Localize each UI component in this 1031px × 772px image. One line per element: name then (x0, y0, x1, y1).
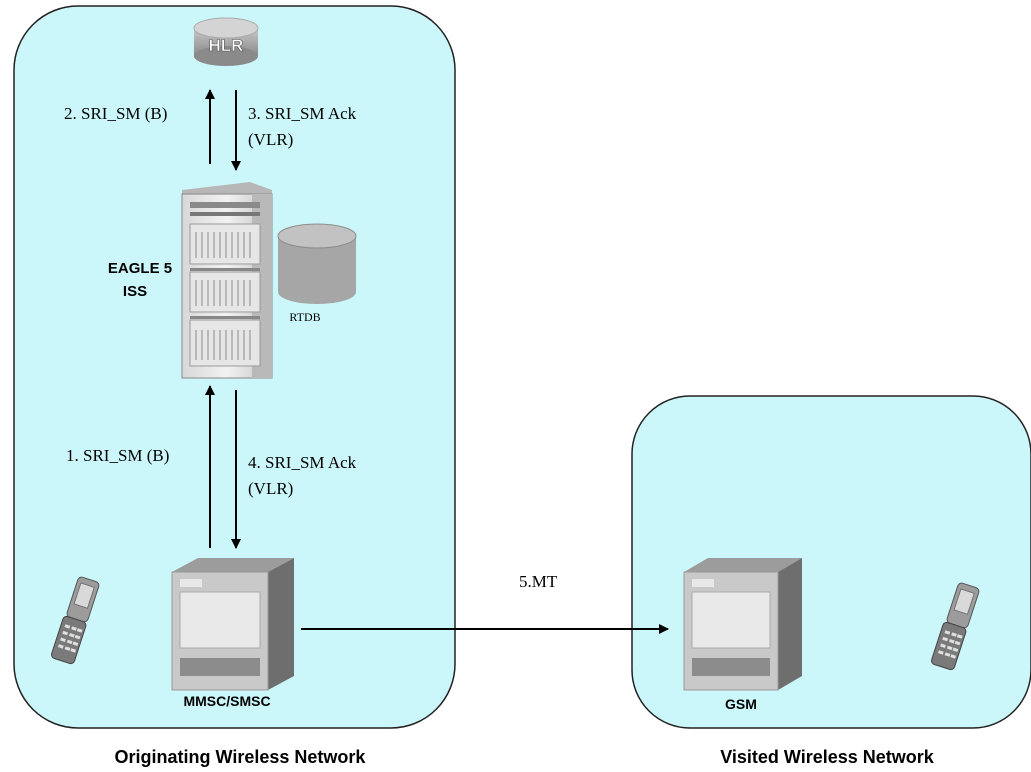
originating-network-title: Originating Wireless Network (115, 747, 367, 767)
flip-phone-icon (931, 582, 980, 671)
message-5-label: 5.MT (519, 572, 558, 591)
message-4-label-line1: 4. SRI_SM Ack (248, 453, 357, 472)
hlr-label: HLR (209, 36, 244, 55)
visited-network-title: Visited Wireless Network (720, 747, 935, 767)
message-4-label-line2: (VLR) (248, 479, 293, 498)
database-icon (277, 223, 357, 304)
message-2-label: 2. SRI_SM (B) (64, 104, 167, 123)
hlr-icon: HLR (193, 17, 259, 66)
message-1-label: 1. SRI_SM (B) (66, 446, 169, 465)
mmsc-label: MMSC/SMSC (183, 693, 270, 709)
eagle-label-line2: ISS (123, 283, 147, 300)
server-icon (171, 558, 294, 691)
message-3-label-line2: (VLR) (248, 130, 293, 149)
message-3-label-line1: 3. SRI_SM Ack (248, 104, 357, 123)
gsm-label: GSM (725, 696, 757, 712)
flip-phone-icon (51, 576, 100, 665)
server-icon (683, 558, 802, 691)
eagle-rack-icon (181, 182, 273, 379)
eagle-label-line1: EAGLE 5 (108, 260, 172, 277)
rtdb-label: RTDB (289, 310, 320, 324)
